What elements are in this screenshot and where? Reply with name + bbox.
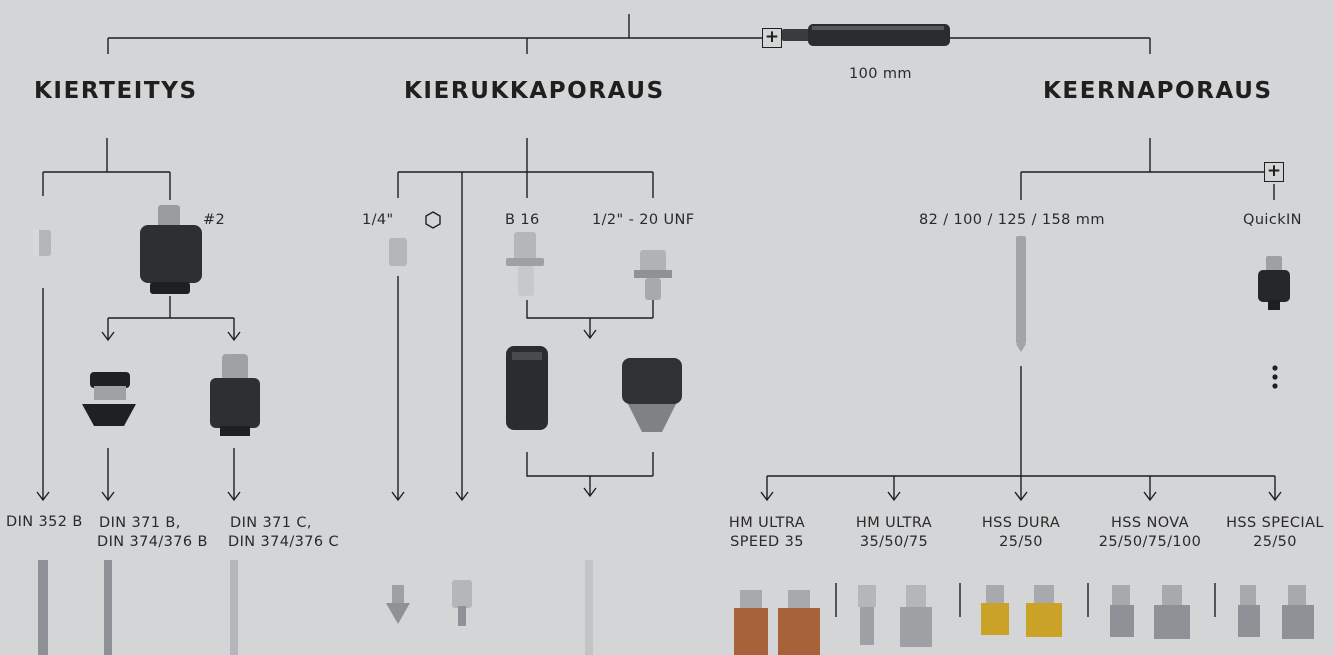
cutter-group-hss-nova — [1110, 585, 1190, 639]
din371b-line1: DIN 371 B, — [99, 515, 181, 531]
cutter-label-hss-special: HSS SPECIAL 25/50 — [1218, 514, 1332, 552]
collet-b-image — [82, 372, 136, 426]
din371b-label: DIN 371 B, DIN 374/376 B — [97, 514, 208, 552]
pilot-lengths-label: 82 / 100 / 125 / 158 mm — [919, 212, 1105, 228]
din371c-line2: DIN 374/376 C — [228, 534, 340, 550]
din352-label: DIN 352 B — [6, 514, 83, 530]
keyed-chuck-image — [622, 358, 682, 432]
countersink-image — [386, 585, 410, 624]
more-dots-icon — [1272, 365, 1278, 389]
cutter-line1: HSS NOVA — [1110, 515, 1190, 531]
b16-arbor-image — [506, 232, 544, 296]
cutter-line1: HSS SPECIAL — [1226, 515, 1324, 531]
hexagon-icon — [425, 211, 441, 229]
heading-twist-drilling: KIERUKKAPORAUS — [404, 78, 665, 104]
chuck-size-label: #2 — [203, 212, 226, 228]
cutter-line1: HM ULTRA — [728, 515, 806, 531]
quickin-label: QuickIN — [1243, 212, 1302, 228]
extension-bar-image — [782, 24, 950, 46]
arrow-heads — [36, 329, 1282, 502]
collet-c-image — [210, 354, 260, 436]
extension-length-label: 100 mm — [849, 66, 912, 82]
din371c-label: DIN 371 C, DIN 374/376 C — [228, 514, 339, 552]
quickin-plus-icon: + — [1264, 162, 1284, 182]
drill-din371c-image — [230, 560, 238, 655]
cutter-label-hm-ultra-speed: HM ULTRA SPEED 35 — [718, 514, 816, 552]
extension-plus-icon: + — [762, 28, 782, 48]
unf-arbor-image — [634, 250, 672, 300]
cutter-label-hss-nova: HSS NOVA 25/50/75/100 — [1088, 514, 1212, 552]
cutter-label-hm-ultra: HM ULTRA 35/50/75 — [845, 514, 943, 552]
keyless-chuck-image — [506, 346, 548, 430]
tapping-chuck-image — [140, 205, 202, 294]
cutter-line2: 25/50 — [1253, 534, 1297, 550]
din371b-line2: DIN 374/376 B — [97, 534, 208, 550]
cutter-group-hm-ultra-speed — [734, 590, 820, 655]
heading-threading: KIERTEITYS — [34, 78, 198, 104]
tap-din371b-image — [104, 560, 112, 655]
b16-label: B 16 — [505, 212, 540, 228]
cutter-line2: 25/50/75/100 — [1098, 534, 1202, 550]
cutter-group-hss-dura — [981, 585, 1062, 637]
heading-core-drilling: KEERNAPORAUS — [1043, 78, 1273, 104]
quarter-adapter-image — [389, 238, 407, 266]
small-adapter-image — [33, 230, 51, 256]
cutter-line2: 25/50 — [999, 534, 1043, 550]
cutter-line1: HM ULTRA — [855, 515, 933, 531]
cutter-line1: HSS DURA — [981, 515, 1061, 531]
twist-drill-image — [585, 560, 593, 655]
quickin-adapter-image — [1258, 256, 1290, 310]
pilot-pin-image — [1016, 236, 1026, 352]
quarter-drill-bit-image — [452, 580, 472, 626]
din371c-line1: DIN 371 C, — [230, 515, 312, 531]
cutter-line2: SPEED 35 — [730, 534, 804, 550]
cutter-line2: 35/50/75 — [859, 534, 929, 550]
cutter-group-hss-special — [1238, 585, 1314, 639]
quarter-inch-label: 1/4" — [362, 212, 394, 228]
unf-label: 1/2" - 20 UNF — [592, 212, 695, 228]
cutter-group-hm-ultra — [858, 585, 932, 647]
tap-din352-image — [38, 560, 48, 655]
cutter-label-hss-dura: HSS DURA 25/50 — [972, 514, 1070, 552]
connector-lines — [42, 14, 1276, 617]
